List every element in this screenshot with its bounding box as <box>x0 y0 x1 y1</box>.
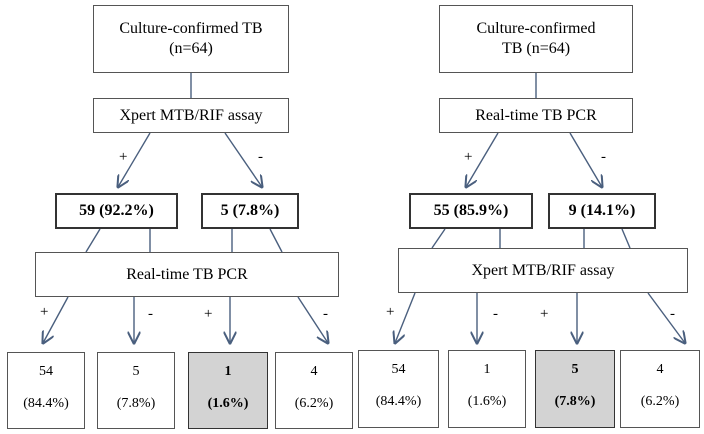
left-leaf-sign: + <box>40 304 49 320</box>
right-negative-result-value: 9 (14.1%) <box>568 202 636 219</box>
right-branch-positive-sign: + <box>464 149 473 165</box>
left-assay-box: Xpert MTB/RIF assay <box>93 98 289 133</box>
right-leaf-sign: + <box>540 306 549 322</box>
right-second-test-box: Xpert MTB/RIF assay <box>398 248 688 293</box>
left-branch-negative-sign: - <box>258 149 263 165</box>
right-negative-result-box: 9 (14.1%) <box>548 193 656 229</box>
leaf-count: 5 <box>571 362 579 377</box>
leaf-count: 4 <box>310 364 318 379</box>
right-leaf-box: 1 (1.6%) <box>448 350 526 428</box>
left-leaf-box: 54 (84.4%) <box>7 352 85 429</box>
right-leaf-box: 54 (84.4%) <box>358 350 439 428</box>
left-leaf-sign: + <box>204 306 213 322</box>
left-leaf-sign: - <box>323 306 328 322</box>
leaf-count: 54 <box>39 364 53 379</box>
right-assay-label: Real-time TB PCR <box>475 106 597 124</box>
right-root-line2: TB (n=64) <box>501 40 571 57</box>
left-root-line1: Culture-confirmed TB <box>119 20 263 37</box>
right-branch-negative-sign: - <box>601 149 606 165</box>
right-leaf-sign: - <box>670 306 675 322</box>
left-positive-result-box: 59 (92.2%) <box>55 193 178 229</box>
left-leaf-sign: - <box>148 306 153 322</box>
left-assay-label: Xpert MTB/RIF assay <box>119 106 263 124</box>
left-branch-positive-sign: + <box>119 149 128 165</box>
left-root-box: Culture-confirmed TB (n=64) <box>93 5 289 73</box>
left-negative-result-box: 5 (7.8%) <box>201 193 299 229</box>
right-root-box: Culture-confirmed TB (n=64) <box>439 5 633 73</box>
leaf-count: 54 <box>391 362 406 377</box>
leaf-percent: (84.4%) <box>23 395 69 411</box>
right-assay-box: Real-time TB PCR <box>439 98 633 133</box>
right-leaf-box-highlighted: 5 (7.8%) <box>535 350 615 428</box>
right-leaf-sign: + <box>386 304 395 320</box>
right-second-test-label: Xpert MTB/RIF assay <box>471 261 615 279</box>
left-negative-result-value: 5 (7.8%) <box>220 202 280 219</box>
left-second-test-label: Real-time TB PCR <box>126 265 248 283</box>
leaf-count: 5 <box>132 364 140 379</box>
leaf-percent: (1.6%) <box>467 393 507 409</box>
leaf-percent: (1.6%) <box>207 395 249 411</box>
right-positive-result-value: 55 (85.9%) <box>433 202 509 219</box>
leaf-count: 1 <box>483 362 491 377</box>
leaf-percent: (6.2%) <box>294 395 334 411</box>
leaf-count: 4 <box>656 362 664 377</box>
left-leaf-box: 4 (6.2%) <box>275 352 353 429</box>
right-leaf-box: 4 (6.2%) <box>620 350 700 428</box>
leaf-percent: (84.4%) <box>375 393 422 409</box>
left-positive-result-value: 59 (92.2%) <box>79 202 154 219</box>
right-root-line1: Culture-confirmed <box>476 20 596 37</box>
left-second-test-box: Real-time TB PCR <box>35 252 339 297</box>
left-leaf-box: 5 (7.8%) <box>97 352 175 429</box>
leaf-percent: (7.8%) <box>554 393 596 409</box>
leaf-percent: (6.2%) <box>640 393 680 409</box>
left-root-line2: (n=64) <box>169 40 213 57</box>
right-positive-result-box: 55 (85.9%) <box>409 193 533 229</box>
leaf-percent: (7.8%) <box>116 395 156 411</box>
right-leaf-sign: - <box>493 306 498 322</box>
left-leaf-box-highlighted: 1 (1.6%) <box>188 352 268 429</box>
leaf-count: 1 <box>224 364 232 379</box>
